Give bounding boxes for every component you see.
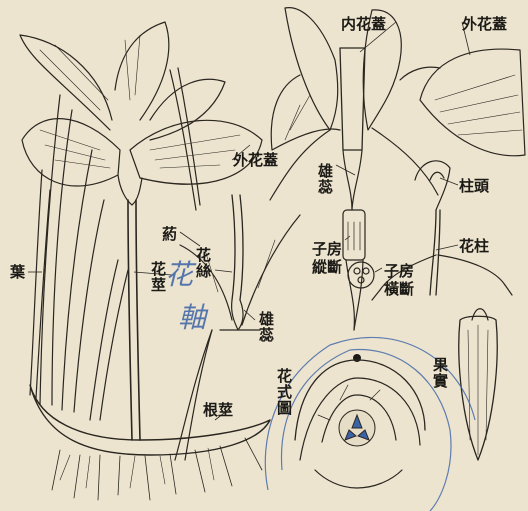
fruit-drawing	[459, 309, 497, 460]
handwritten-char-1: 花	[165, 262, 193, 288]
label-outer-perianth-left: 外花蓋	[233, 152, 278, 168]
label-inner-perianth: 内花蓋	[341, 16, 386, 32]
label-fruit: 果實	[432, 357, 448, 405]
label-scape: 花莖	[150, 261, 166, 309]
outer-perianth-drawing	[400, 49, 525, 156]
label-rhizome: 根莖	[203, 402, 233, 418]
label-style: 花柱	[459, 238, 489, 254]
label-stigma: 柱頭	[459, 178, 489, 194]
label-stamen-lower: 雄蕊	[259, 311, 279, 343]
label-ovary-longitudinal: 子房縱斷	[312, 240, 346, 276]
label-floral-diagram: 花式圖	[276, 368, 292, 420]
label-leaders	[28, 22, 470, 420]
handwritten-char-2: 軸	[178, 305, 206, 331]
label-anther: 葯	[162, 226, 177, 242]
iris-plant-drawing	[20, 22, 270, 500]
label-filament: 花絲	[195, 247, 211, 287]
label-stamen-center: 雄蕊	[318, 163, 338, 195]
floral-diagram-ovary	[339, 410, 375, 446]
label-ovary-transverse: 子房橫斷	[384, 262, 418, 298]
label-leaf: 葉	[10, 264, 25, 280]
label-outer-perianth-right: 外花蓋	[462, 16, 507, 32]
